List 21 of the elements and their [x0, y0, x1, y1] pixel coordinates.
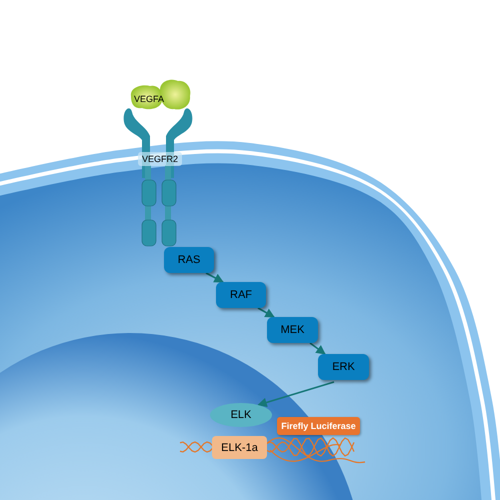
arrow: [257, 381, 334, 408]
gene-box: [212, 436, 267, 459]
reporter-gene-box: [277, 417, 360, 435]
node-label: MEK: [280, 324, 304, 336]
node-label: ELK-1a: [221, 442, 258, 454]
node-label: VEGFA: [134, 94, 164, 104]
node-label: ELK: [230, 409, 252, 421]
arrow: [310, 342, 326, 355]
node-label: RAS: [178, 254, 200, 266]
node-label: VEGFR2: [142, 154, 178, 164]
node-label: Firefly Luciferase: [281, 421, 356, 431]
arrow: [206, 272, 224, 283]
node-label: ERK: [332, 361, 355, 373]
node-label: RAF: [230, 289, 252, 301]
protein-box: [318, 354, 369, 380]
protein-blob: [128, 78, 192, 112]
receptor-label-box: [138, 152, 182, 166]
arrow: [258, 307, 275, 318]
protein-box: [216, 282, 266, 308]
protein-box: [267, 317, 318, 343]
protein-box: [164, 247, 214, 273]
